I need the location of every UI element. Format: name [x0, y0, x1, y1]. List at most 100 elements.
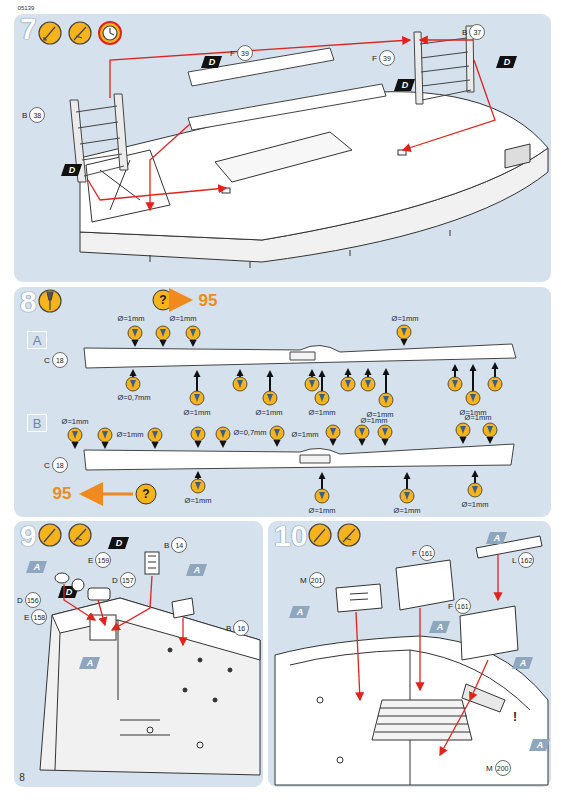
part-callout: B37 — [462, 24, 485, 40]
drill-pointer — [130, 369, 137, 376]
drill-pointer — [160, 340, 167, 347]
warning-mark: ! — [513, 710, 517, 724]
drill-pointer — [194, 370, 201, 377]
drill-bit — [401, 328, 407, 336]
drill-pointer — [470, 364, 477, 371]
arrows-step10 — [356, 554, 498, 755]
drawing-path — [275, 636, 548, 785]
drill-icon — [148, 428, 162, 442]
drill-size: Ø=1mm — [361, 416, 388, 425]
article-number: 05139 — [18, 5, 35, 11]
drill-pointer — [237, 369, 244, 376]
drawing-path — [460, 606, 518, 660]
drill-size: Ø=1mm — [462, 500, 489, 509]
part-callout: B38 — [22, 107, 45, 123]
paint-tag: A — [87, 658, 94, 668]
paint-tag: D — [504, 57, 511, 67]
tag-a-shapes — [26, 532, 550, 751]
drill-bit — [309, 380, 315, 388]
sprue-letter: F — [448, 602, 453, 611]
drawing-path — [403, 60, 495, 150]
drill-bit — [460, 426, 466, 434]
drill-bit — [194, 394, 200, 402]
drawing-rect — [398, 150, 406, 155]
drill-bit — [383, 396, 389, 404]
drawing-path — [98, 600, 105, 625]
drawing-path — [529, 739, 550, 751]
drawing-path — [148, 556, 156, 568]
drawing-path — [414, 32, 423, 104]
drawing-path — [419, 608, 420, 690]
drill-bit — [472, 486, 478, 494]
drawing-path — [343, 529, 355, 542]
sprue-letter: F — [412, 549, 417, 558]
step-panel: 7B37F39F39B38 — [14, 14, 551, 282]
drill-markers — [68, 325, 502, 503]
drill-icon — [128, 326, 142, 340]
step-number: 9 — [20, 519, 37, 553]
drawing-path — [108, 537, 129, 549]
drill-size: Ø=1mm — [309, 408, 336, 417]
part-callout: B14 — [164, 537, 187, 553]
drill-bit — [130, 380, 136, 388]
step-number: 10 — [274, 519, 307, 553]
drill-bit — [359, 428, 365, 436]
part-callout: F39 — [372, 50, 395, 66]
drawing-path — [61, 164, 82, 176]
drill-icon — [126, 377, 140, 391]
step-number: 7 — [20, 12, 37, 46]
drawing-path — [47, 292, 53, 310]
drill-pointer — [319, 472, 326, 479]
drill-icon — [98, 428, 112, 442]
callout-number: 16 — [233, 620, 249, 636]
drill-icon — [488, 377, 502, 391]
drill-icon — [400, 489, 414, 503]
drawing-path — [74, 27, 86, 40]
drill-size: Ø=1mm — [292, 430, 319, 439]
drill-pointer — [404, 472, 411, 479]
drawing-path — [52, 598, 260, 660]
sprue-letter: B — [164, 541, 169, 550]
drill-pointer — [401, 339, 408, 346]
drill-bit — [319, 394, 325, 402]
drill-bit — [330, 428, 336, 436]
drawing-circle — [72, 579, 84, 591]
drawing-path — [396, 560, 454, 610]
drill-bit — [102, 431, 108, 439]
drill-size: Ø=1mm — [394, 506, 421, 515]
part-callout: M200 — [486, 760, 511, 776]
drill-bit — [132, 329, 138, 337]
sprue-letter: D — [17, 596, 23, 605]
sprue-letter: D — [112, 576, 118, 585]
drawing-rect — [14, 521, 263, 787]
drill-size: Ø=1mm — [117, 430, 144, 439]
sprue-letter: M — [486, 764, 493, 773]
drawing-circle — [338, 524, 360, 546]
sprue-letter: E — [88, 556, 93, 565]
paint-tag: D — [116, 538, 123, 548]
drill-bit — [365, 380, 371, 388]
variant-box: B — [27, 414, 47, 432]
drawing-path — [26, 561, 47, 573]
drill-icon — [341, 377, 355, 391]
callout-number: 156 — [25, 592, 41, 608]
drawing-path — [114, 94, 128, 170]
paint-tag: A — [437, 622, 444, 632]
paint-tag: D — [209, 57, 216, 67]
step-number: 8 — [20, 285, 37, 319]
drawing-path — [429, 621, 450, 633]
drawing-circle — [309, 524, 331, 546]
drawing-circle — [103, 26, 117, 40]
drill-pointer — [152, 442, 159, 449]
drawing-path — [512, 657, 533, 669]
drill-bit — [382, 428, 388, 436]
hull-step7 — [80, 92, 548, 268]
drawing-circle — [168, 648, 172, 652]
drill-icon — [191, 427, 205, 441]
drawing-path — [440, 700, 470, 755]
drill-bit — [72, 431, 78, 439]
drill-pointer — [487, 437, 494, 444]
callout-number: 38 — [29, 107, 45, 123]
drill-pointer — [274, 440, 281, 447]
